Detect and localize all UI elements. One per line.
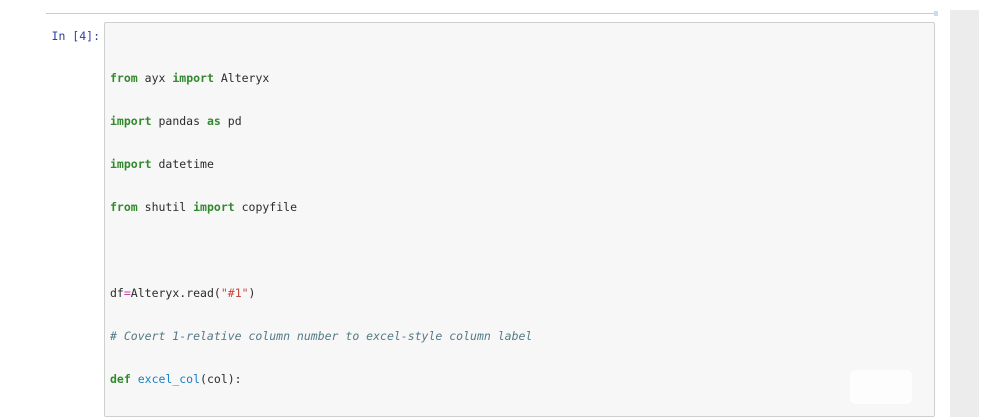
input-prompt-label: In [4]: (51, 29, 100, 43)
notebook-code-cell[interactable]: In [4]: from ayx import Alteryx import p… (0, 22, 945, 417)
code-line: import pandas as pd (110, 113, 242, 128)
vertical-scrollbar[interactable] (950, 10, 979, 417)
code-line-blank (110, 243, 934, 257)
code-line: def excel_col(col): (110, 371, 242, 386)
cell-overlay-highlight (850, 370, 912, 404)
notebook-top-divider (46, 11, 938, 16)
code-text[interactable]: from ayx import Alteryx import pandas as… (110, 28, 934, 416)
code-line: # Covert 1-relative column number to exc… (110, 328, 533, 343)
code-line: df=Alteryx.read("#1") (110, 285, 256, 300)
code-line: ───▸quot, rem = divmod(col-1,26) (110, 414, 934, 416)
notebook-page[interactable]: In [4]: from ayx import Alteryx import p… (0, 0, 945, 417)
code-line: import datetime (110, 156, 214, 171)
code-line: from shutil import copyfile (110, 199, 297, 214)
code-line: from ayx import Alteryx (110, 70, 270, 85)
vertical-scrollbar-thumb[interactable] (950, 10, 979, 417)
code-editor-area[interactable]: from ayx import Alteryx import pandas as… (104, 22, 935, 417)
